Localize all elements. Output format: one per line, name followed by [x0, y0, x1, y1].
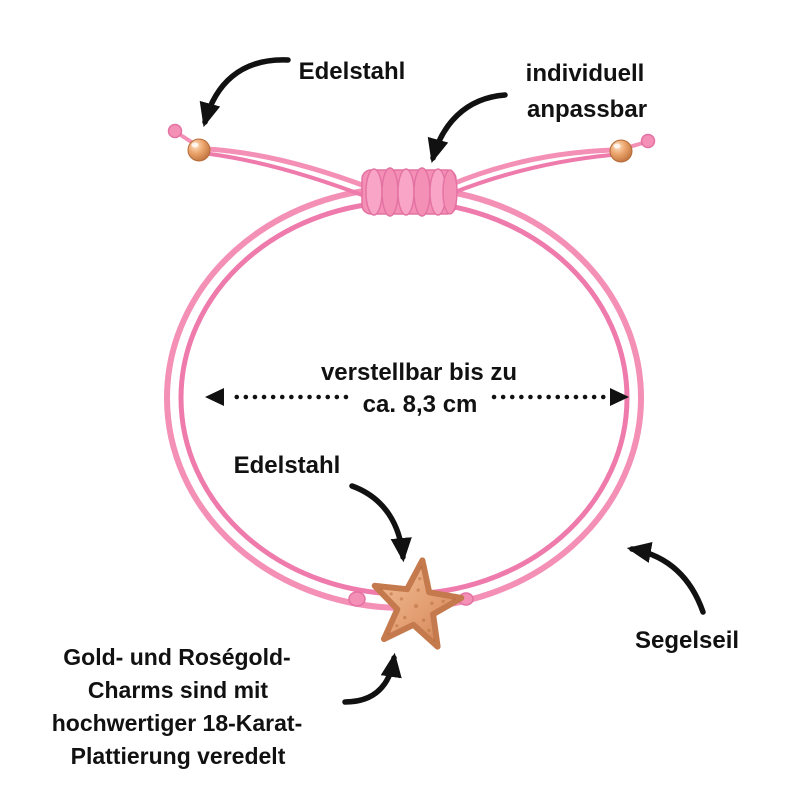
tail-cord-left-2 — [208, 152, 372, 200]
arrow-to-charm-icon — [349, 483, 412, 563]
annotation-arrows — [199, 57, 706, 705]
label-adjust-line2: ca. 8,3 cm — [363, 391, 478, 418]
label-adjust-line1: verstellbar bis zu — [321, 359, 517, 386]
starfish-charm-icon — [371, 557, 465, 650]
label-plating-line1: Gold- und Roségold- — [63, 644, 290, 670]
tail-cords — [177, 132, 645, 200]
arrowhead-right-icon — [610, 388, 629, 406]
label-plating-line2: Charms sind mit — [88, 677, 269, 703]
double-dotted-arrow-icon — [205, 388, 629, 406]
end-knot-left — [167, 123, 183, 139]
bead-highlight — [613, 143, 621, 149]
arrow-to-bead-icon — [199, 57, 291, 128]
label-charm-material: Edelstahl — [234, 452, 341, 479]
label-knot-line2: anpassbar — [527, 96, 647, 123]
cord-end-left — [177, 132, 195, 145]
label-bead-material: Edelstahl — [299, 58, 406, 85]
annotation-labels: Edelstahl individuell anpassbar verstell… — [52, 58, 739, 769]
tail-cord-left — [204, 146, 373, 191]
arrowhead-left-icon — [205, 388, 224, 406]
label-plating-line3: hochwertiger 18-Karat- — [52, 710, 303, 736]
bracelet — [164, 123, 656, 650]
tail-cord-right — [447, 147, 615, 188]
arrow-to-charm-bottom-icon — [342, 652, 402, 705]
starfish-texture — [379, 565, 456, 642]
arrow-to-rope-icon — [626, 541, 706, 615]
bead-right-icon — [609, 139, 633, 163]
tail-cord-right-2 — [448, 153, 613, 196]
charm-knot-left — [348, 591, 366, 607]
label-plating-line4: Plattierung veredelt — [71, 743, 286, 769]
bead-highlight — [191, 142, 199, 148]
arrow-to-knot-icon — [427, 92, 508, 164]
label-knot-line1: individuell — [526, 60, 645, 87]
label-rope-type: Segelseil — [635, 627, 739, 654]
end-knot-right — [640, 133, 656, 149]
macrame-knot-icon — [361, 167, 458, 217]
bead-left-icon — [187, 138, 211, 162]
